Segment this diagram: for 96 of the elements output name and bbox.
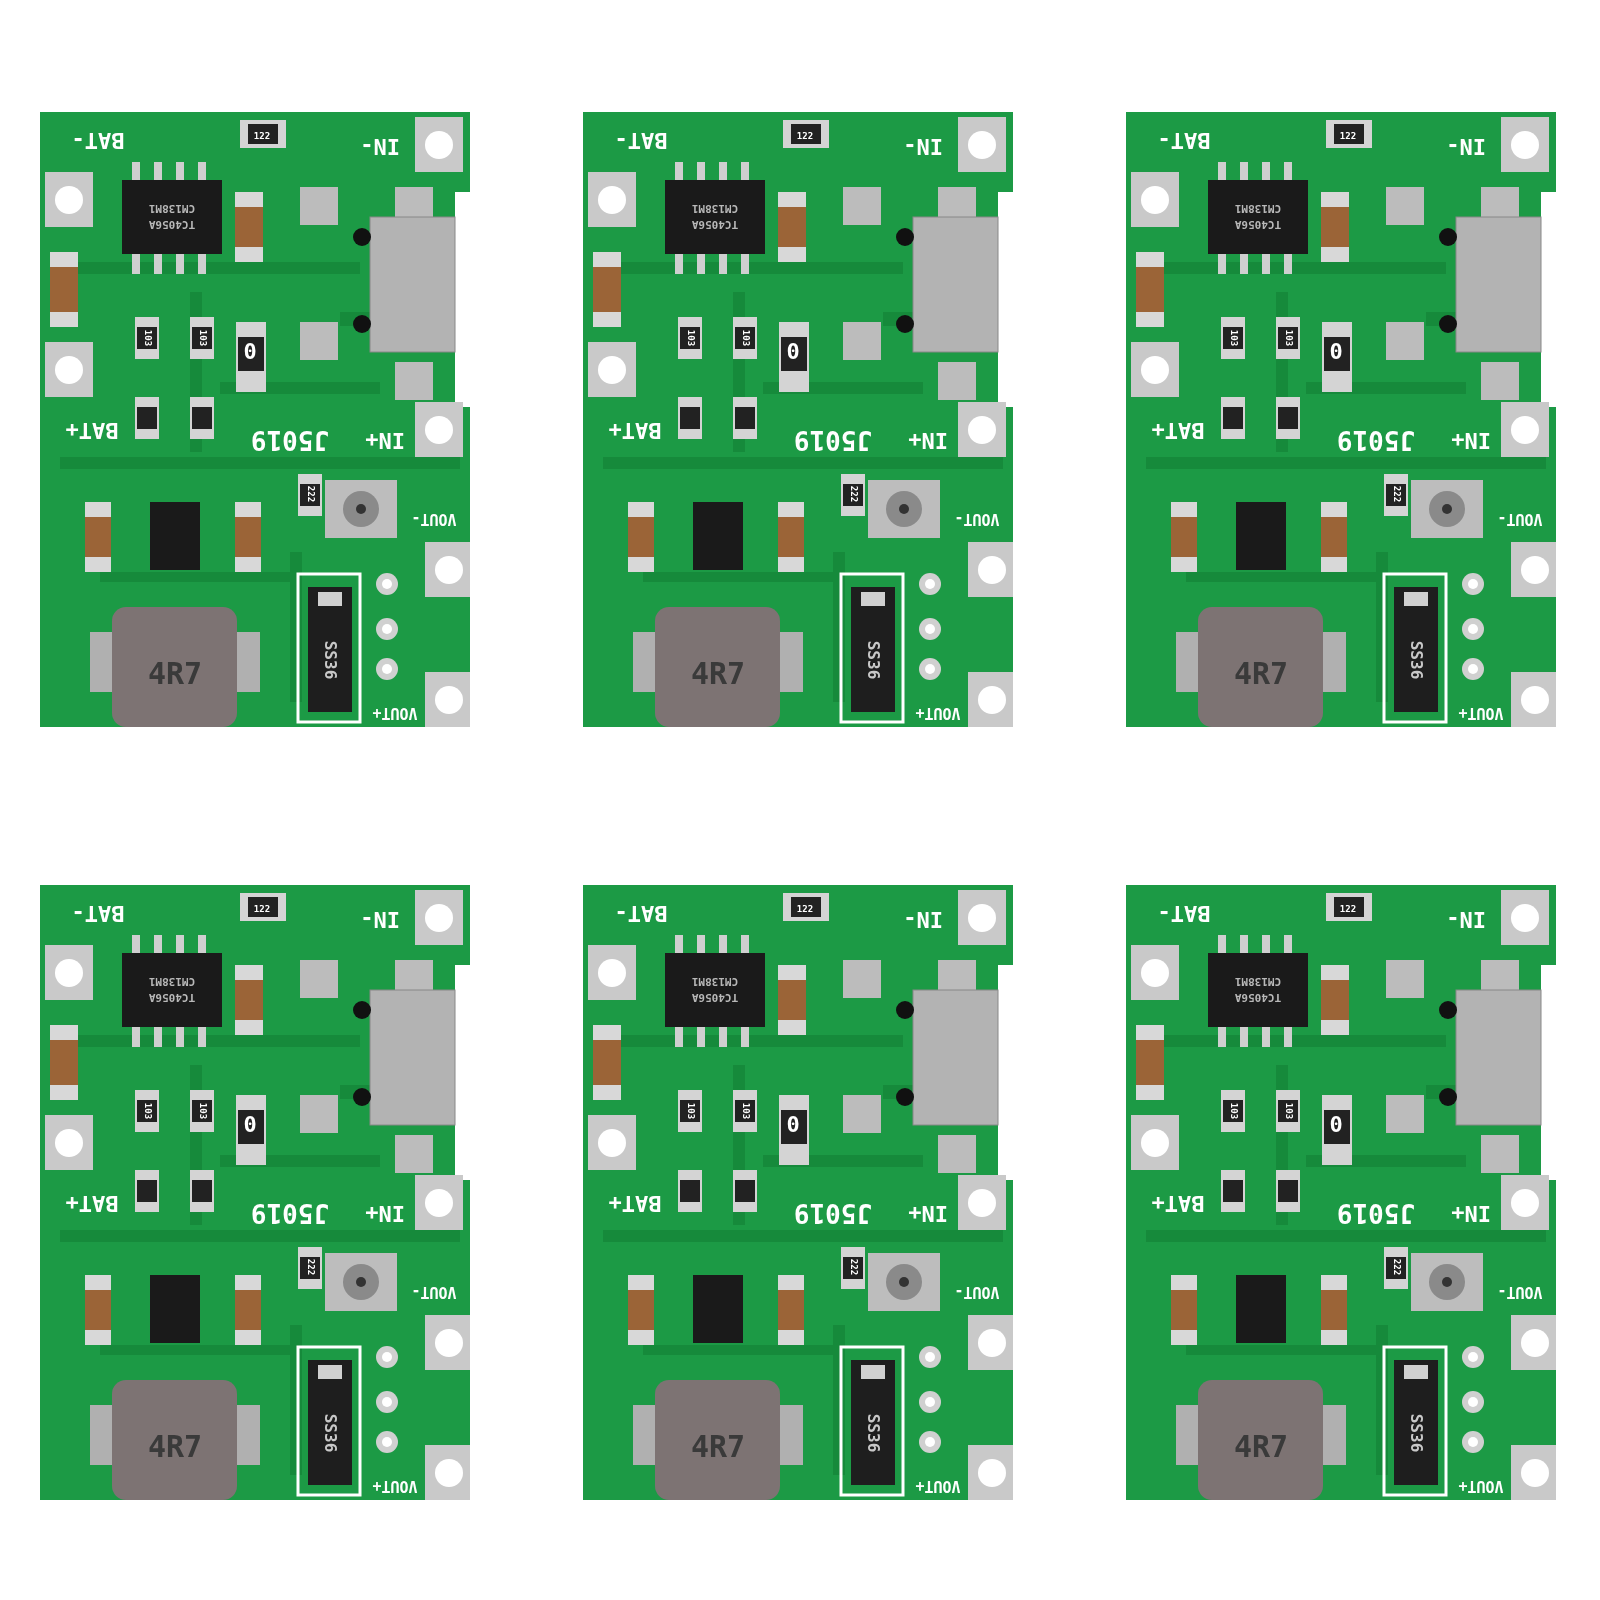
silkscreen-label: J5019 (793, 427, 873, 453)
chip-marking: TC4056A (1234, 991, 1282, 1003)
component-marking: 103 (142, 329, 152, 347)
component-marking: 122 (253, 131, 271, 141)
silkscreen-label: IN- (903, 135, 943, 157)
silkscreen-label: BAT- (1157, 902, 1211, 924)
component-marking: SS36 (1408, 1413, 1424, 1453)
silkscreen-label: BAT+ (608, 419, 662, 441)
component-marking: 103 (1283, 329, 1293, 347)
component-marking: SS36 (865, 640, 881, 680)
component-marking: 4R7 (690, 659, 746, 689)
component-marking: 222 (1391, 485, 1401, 503)
component-marking: SS36 (1408, 640, 1424, 680)
silkscreen-label: VOUT+ (372, 1477, 418, 1493)
silkscreen-label: BAT- (71, 902, 125, 924)
silkscreen-label: IN+ (908, 429, 948, 451)
component-marking: 222 (848, 1258, 858, 1276)
silkscreen-label: IN+ (1451, 1202, 1491, 1224)
chip-marking: CM138M1 (1234, 975, 1282, 987)
component-marking: 4R7 (690, 1432, 746, 1462)
component-marking: 0 (243, 1114, 257, 1136)
silkscreen-label: BAT+ (1151, 1192, 1205, 1214)
component-marking: 222 (848, 485, 858, 503)
component-marking: SS36 (322, 1413, 338, 1453)
silkscreen-label: VOUT- (1497, 1283, 1543, 1299)
chip-marking: CM138M1 (148, 975, 196, 987)
silkscreen-label: VOUT- (954, 510, 1000, 526)
silkscreen-label: VOUT+ (915, 704, 961, 720)
chip-marking: TC4056A (691, 218, 739, 230)
silkscreen-label: BAT+ (65, 1192, 119, 1214)
silkscreen-label: VOUT+ (1458, 1477, 1504, 1493)
component-marking: 0 (243, 341, 257, 363)
component-marking: 122 (796, 904, 814, 914)
component-marking: 0 (786, 341, 800, 363)
silkscreen-label: BAT+ (1151, 419, 1205, 441)
chip-marking: CM138M1 (691, 202, 739, 214)
component-marking: 0 (1329, 341, 1343, 363)
silkscreen-label: VOUT- (954, 1283, 1000, 1299)
component-marking: 103 (197, 1102, 207, 1120)
silkscreen-label: IN- (360, 135, 400, 157)
component-marking: 4R7 (147, 1432, 203, 1462)
chip-marking: TC4056A (691, 991, 739, 1003)
chip-marking: CM138M1 (148, 202, 196, 214)
component-marking: 103 (740, 329, 750, 347)
component-marking: 4R7 (1233, 659, 1289, 689)
component-marking: SS36 (322, 640, 338, 680)
silkscreen-label: J5019 (250, 1200, 330, 1226)
component-marking: 103 (685, 1102, 695, 1120)
silkscreen-label: VOUT- (411, 1283, 457, 1299)
silkscreen-label: J5019 (250, 427, 330, 453)
component-marking: 122 (1339, 131, 1357, 141)
silkscreen-label: BAT+ (65, 419, 119, 441)
silkscreen-label: VOUT+ (372, 704, 418, 720)
silkscreen-label: VOUT- (411, 510, 457, 526)
chip-marking: CM138M1 (691, 975, 739, 987)
component-marking: 122 (253, 904, 271, 914)
component-marking: 103 (1228, 1102, 1238, 1120)
component-marking: 222 (1391, 1258, 1401, 1276)
component-marking: 103 (197, 329, 207, 347)
component-marking: 0 (786, 1114, 800, 1136)
silkscreen-label: IN+ (365, 429, 405, 451)
component-marking: 222 (305, 1258, 315, 1276)
component-marking: 4R7 (1233, 1432, 1289, 1462)
component-marking: 4R7 (147, 659, 203, 689)
component-marking: 103 (685, 329, 695, 347)
component-marking: 222 (305, 485, 315, 503)
silkscreen-label: BAT- (71, 129, 125, 151)
component-marking: 103 (740, 1102, 750, 1120)
silkscreen-label: IN+ (1451, 429, 1491, 451)
silkscreen-label: IN- (903, 908, 943, 930)
silkscreen-label: BAT- (614, 129, 668, 151)
chip-marking: TC4056A (148, 991, 196, 1003)
silkscreen-label: VOUT+ (1458, 704, 1504, 720)
component-marking: 122 (796, 131, 814, 141)
silkscreen-label: IN- (1446, 135, 1486, 157)
component-marking: 103 (1228, 329, 1238, 347)
component-marking: SS36 (865, 1413, 881, 1453)
silkscreen-label: IN+ (365, 1202, 405, 1224)
silkscreen-label: VOUT- (1497, 510, 1543, 526)
chip-marking: TC4056A (148, 218, 196, 230)
silkscreen-label: BAT+ (608, 1192, 662, 1214)
component-marking: 0 (1329, 1114, 1343, 1136)
silkscreen-label: IN- (360, 908, 400, 930)
silkscreen-label: BAT- (1157, 129, 1211, 151)
component-marking: 103 (1283, 1102, 1293, 1120)
silkscreen-label: BAT- (614, 902, 668, 924)
silkscreen-label: J5019 (1336, 1200, 1416, 1226)
silkscreen-label: J5019 (1336, 427, 1416, 453)
chip-marking: TC4056A (1234, 218, 1282, 230)
silkscreen-label: IN+ (908, 1202, 948, 1224)
silkscreen-label: J5019 (793, 1200, 873, 1226)
silkscreen-label: VOUT+ (915, 1477, 961, 1493)
component-marking: 103 (142, 1102, 152, 1120)
chip-marking: CM138M1 (1234, 202, 1282, 214)
component-marking: 122 (1339, 904, 1357, 914)
silkscreen-label: IN- (1446, 908, 1486, 930)
